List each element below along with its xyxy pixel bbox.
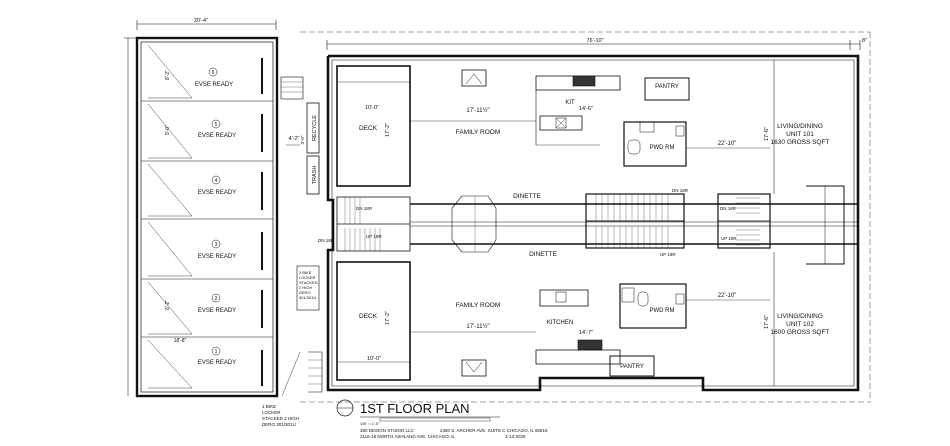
walkway-dim: 4'-2" [289, 136, 300, 142]
parking-space-number: 3 [215, 242, 218, 248]
stair-label: UP 18R [366, 234, 382, 239]
parking-space-label: EVSE READY [198, 254, 236, 260]
right-stair: DN 18R UP 18R [717, 193, 771, 249]
family-bottom-label: FAMILY ROOM [456, 302, 501, 309]
deck-top-depth-dim: 17'-2" [385, 123, 391, 137]
parking-space: 3 EVSE READY [198, 239, 236, 260]
bike-locker-text: LOCKER [299, 275, 316, 280]
project-address: 2116-18 NORTH ASHLAND AVE. CHICAGO, IL [360, 434, 456, 439]
pwd-top-label: PWD RM [650, 145, 675, 151]
pantry-bottom-label: PANTRY [620, 364, 644, 370]
building: 76'-10" 8" DECK 10'-0" 17'-2" DECK 10'-0… [300, 31, 871, 403]
parking-space: 4 EVSE READY [198, 175, 236, 196]
deck-bottom-depth-dim: 17'-2" [385, 311, 391, 325]
recycle-dim: 3'-0" [300, 135, 305, 144]
parking-space-label: EVSE READY [198, 360, 236, 366]
overall-width-dim: 76'-10" [586, 38, 603, 44]
parking-space: 2 EVSE READY [198, 293, 236, 314]
living-bottom-depth-dim: 17'-6" [764, 315, 770, 329]
stair-label: DN 18R [672, 188, 689, 193]
bike-locker-text: DERO [299, 290, 311, 295]
scale-note: 1/8" = 1'-0" [360, 421, 380, 426]
parking-space-label: EVSE READY [195, 82, 233, 88]
stair-label: UP 18R [660, 252, 676, 257]
garage-bay-dim-d: 8'-2" [165, 300, 171, 310]
bike-locker-text: LOCKER [262, 410, 281, 415]
parking-space: 5 EVSE READY [198, 119, 236, 139]
dinette-bottom-label: DINETTE [529, 251, 557, 258]
living-top-dim: 22'-10" [718, 141, 737, 147]
deck-bottom-dim: 10'-0" [367, 356, 381, 362]
kit-top-dim: 14'-6" [579, 106, 593, 112]
service-strip: 4'-2" RECYCLE 3'-0" TRASH 2 BIKE LOCKER … [262, 76, 323, 427]
bike-locker-text: STACKED 2 HIGH [262, 416, 299, 421]
stair-label: DN 18R [720, 206, 737, 211]
bike-locker-text: 2 HIGH [299, 285, 312, 290]
garage-bay-dim-a: 8'-2" [165, 70, 171, 80]
parking-space-number: 1 [215, 349, 218, 355]
family-bottom-dim: 17'-11½" [466, 323, 489, 330]
studio-address: 2450 S. ARCHER AVE. SUITE C CHICAGO, IL … [440, 428, 548, 433]
garage: 20'-4" 8'-2" 9'-0" 18'-8" 8'-2" [124, 18, 279, 398]
garage-bay-dim-c: 18'-8" [174, 338, 187, 344]
garage-bay-dim-b: 9'-0" [165, 125, 171, 135]
stair-label: DN 18R [318, 238, 335, 243]
left-stair: DN 18R DN 18R UP 18R [318, 196, 411, 252]
unit-101-text: 1630 GROSS SQFT [771, 139, 830, 146]
pwd-bottom-label: PWD RM [650, 308, 675, 314]
center-stair: DN 18R UP 18R [585, 188, 689, 257]
unit-102-text: UNIT 102 [786, 321, 814, 328]
parking-space-label: EVSE READY [198, 133, 236, 139]
unit-102-text: LIVING/DINING [777, 313, 823, 320]
parking-space: 1 EVSE READY [198, 346, 236, 366]
kit-top-label: KIT [565, 100, 575, 106]
drawing-date: 3-13-2025 [505, 434, 526, 439]
studio-name: 360 DESIGN STUDIO LLC [360, 428, 415, 433]
unit-101-text: UNIT 101 [786, 131, 814, 138]
kit-bottom-dim: 14'-7" [579, 330, 593, 336]
parking-space-number: 6 [212, 70, 215, 76]
living-bottom-dim: 22'-10" [718, 293, 737, 299]
plan-title: 1ST FLOOR PLAN [360, 401, 470, 416]
bike-locker-text: 1 BIKE [262, 404, 276, 409]
bike-locker-text: DERO 301/301U [262, 422, 296, 427]
bike-locker-text: 301/301U [299, 295, 316, 300]
parking-space-number: 5 [215, 122, 218, 128]
parking-space: 6 EVSE READY [195, 67, 233, 88]
recycle-label: RECYCLE [312, 115, 318, 141]
parking-space-label: EVSE READY [198, 190, 236, 196]
right-offset-dim: 8" [862, 38, 867, 44]
bike-locker-text: 2 BIKE [299, 270, 312, 275]
deck-bottom-label: DECK [359, 313, 378, 320]
parking-space-number: 2 [215, 296, 218, 302]
title-block: 1ST FLOOR PLAN 1/8" = 1'-0" 360 DESIGN S… [336, 399, 548, 439]
living-top-depth-dim: 17'-6" [764, 127, 770, 141]
parking-space-label: EVSE READY [198, 308, 236, 314]
unit-102-text: 1600 GROSS SQFT [771, 329, 830, 336]
family-top-label: FAMILY ROOM [456, 129, 501, 136]
deck-top-label: DECK [359, 125, 378, 132]
bike-locker-text: STACKED [299, 280, 318, 285]
stair-label: DN 18R [356, 206, 373, 211]
parking-space-number: 4 [215, 178, 218, 184]
stair-label: UP 18R [721, 236, 737, 241]
kitchen-bottom-label: KITCHEN [547, 320, 573, 326]
unit-101-text: LIVING/DINING [777, 123, 823, 130]
dinette-top-label: DINETTE [513, 193, 541, 200]
pantry-top-label: PANTRY [655, 84, 679, 90]
trash-label: TRASH [312, 166, 318, 185]
deck-top-dim: 10'-0" [365, 105, 379, 111]
garage-width-dim: 20'-4" [194, 18, 208, 24]
family-top-dim: 17'-11½" [466, 107, 489, 114]
